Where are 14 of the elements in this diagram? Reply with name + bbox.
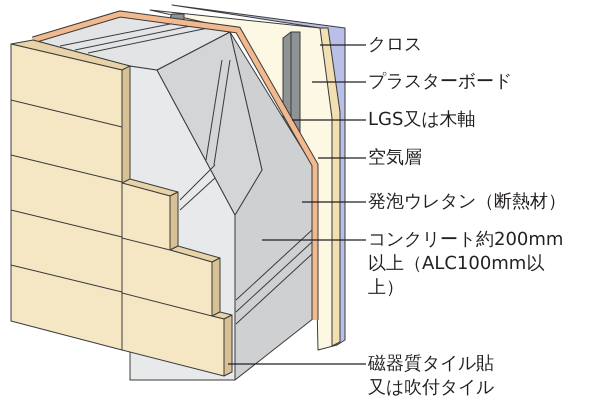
- part-label: 磁器質タイル貼又は吹付タイル: [368, 352, 500, 400]
- leader-line: [302, 201, 366, 203]
- leader-line: [312, 81, 366, 83]
- part-label: 空気層: [368, 146, 568, 170]
- part-label: 発泡ウレタン（断熱材）: [368, 190, 596, 214]
- part-label: クロス: [368, 33, 568, 57]
- part-label: コンクリート約200mm以上（ALC100mm以上）: [368, 228, 578, 300]
- leader-line: [320, 44, 366, 46]
- part-label: LGS又は木軸: [368, 108, 568, 132]
- leader-line: [262, 239, 366, 241]
- part-label: プラスターボード: [368, 70, 568, 94]
- leader-line: [318, 157, 366, 159]
- leader-line: [292, 119, 366, 121]
- leader-line: [228, 363, 366, 365]
